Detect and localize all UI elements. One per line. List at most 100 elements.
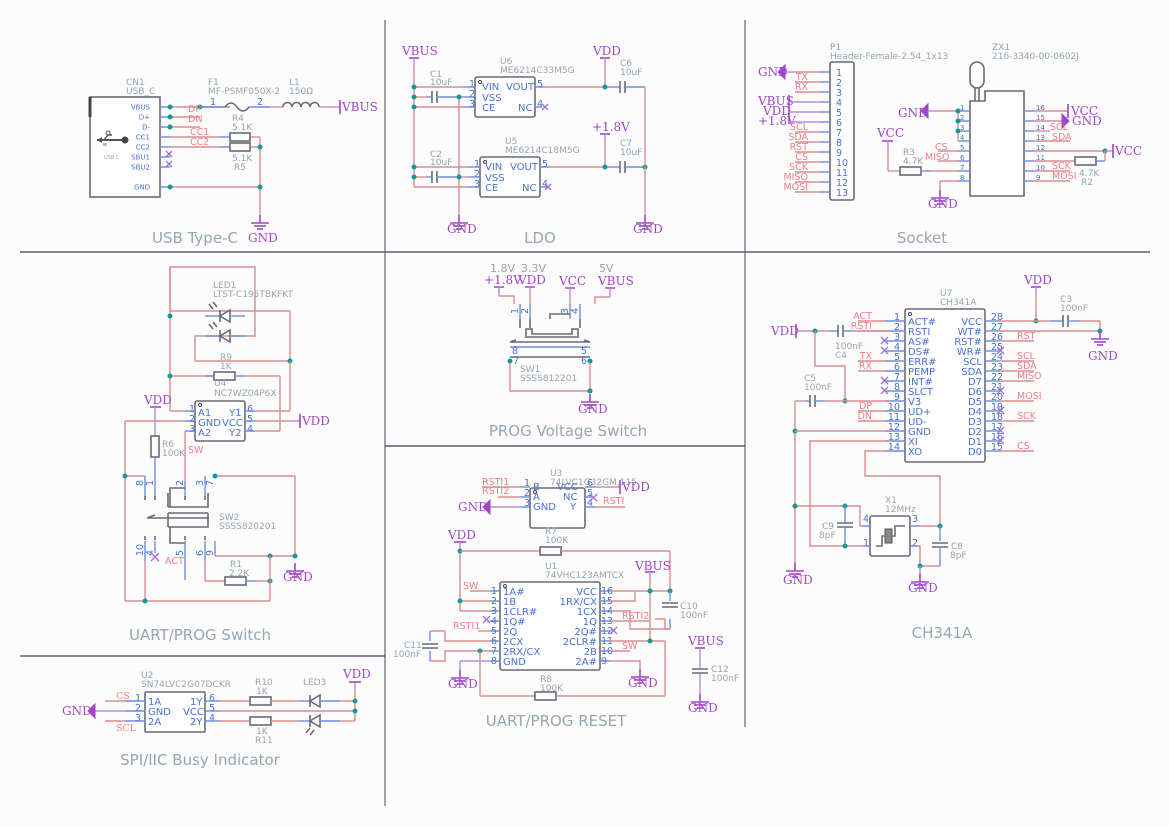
u7-pinnum-14: 14: [888, 442, 900, 453]
u3-pin-vcc: VCC: [557, 482, 578, 493]
section-title-prog-voltage: PROG Voltage Switch: [489, 422, 647, 440]
rect-element: [884, 528, 893, 544]
gnd-symbol-usb: [250, 214, 270, 230]
resistor-r5: [229, 142, 251, 152]
u1-pin-2q: 2Q#: [574, 627, 597, 638]
path-element: [97, 137, 102, 143]
u7-nc-icon: [880, 376, 889, 385]
u4-value: NC7WZ04P6X: [214, 389, 277, 399]
zx1-value: 216-3340-00-0602J: [992, 52, 1079, 62]
pinnum-element: 7: [513, 356, 519, 367]
net-tx-p1: TX: [795, 72, 809, 83]
zx1-pin-14: 14: [1036, 124, 1045, 132]
u7-pinnum-24: 24: [991, 352, 1003, 363]
junc-element: [167, 114, 173, 120]
u7-pinnum-20: 20: [991, 392, 1003, 403]
pinnum-element: 1: [474, 159, 480, 170]
vcc-port-socket-2: VCC: [1070, 104, 1098, 118]
circle-element: [198, 403, 202, 407]
u1-value: 74VHC123AMTCX: [545, 571, 624, 581]
socket-section: P1 Header-Female-2.54_1x13 1234567891011…: [757, 43, 1142, 211]
u1-pin-2a: 2A#: [575, 657, 597, 668]
net-cs-u2: CS: [116, 691, 130, 702]
u7-pinnum-10: 10: [888, 402, 900, 413]
pinnum-element: 10: [135, 544, 146, 556]
pinnum-element: 2: [189, 414, 195, 425]
wire-element: [610, 660, 641, 669]
pinnum-element: 5: [247, 414, 253, 425]
net-rsti1-u3: RSTI1: [482, 477, 509, 488]
vdd-port-socket: VDD: [762, 104, 791, 118]
sbu2-nc-icon: [165, 160, 173, 168]
u1-pin-2cx: 2CX: [503, 637, 523, 648]
net-sw-u4: SW: [188, 445, 204, 456]
cn1-pin-vbus: VBUS: [131, 104, 151, 112]
net-cc2: CC2: [190, 137, 209, 148]
wire-element: [509, 361, 591, 392]
u1-pinnum-15: 15: [601, 596, 613, 607]
pinnum-element: 2: [524, 488, 530, 499]
r2-value: 4.7K: [1079, 169, 1100, 179]
pinnum-element: 1: [189, 404, 195, 415]
u7-pinnum-15: 15: [991, 442, 1003, 453]
r5-ref: R5: [234, 163, 246, 173]
vbus-label-ldo: VBUS: [401, 44, 438, 58]
net-act-u7: ACT: [853, 311, 872, 322]
u4-pin-vcc: VCC: [222, 418, 243, 429]
cn1-value: USB_C: [126, 87, 155, 97]
wire-element: [430, 650, 490, 662]
u1-pin-1rxcx: 1RX/CX: [560, 597, 598, 608]
junc-element: [411, 164, 417, 170]
p1-pin-6: 6: [836, 118, 842, 129]
net-scl-zx1: SCL: [1050, 122, 1069, 133]
u5-pin-nc: NC: [522, 183, 536, 194]
junc-element: [167, 104, 173, 110]
r9-ref: R9: [220, 353, 232, 363]
vdd-label-u7: VDD: [1023, 273, 1052, 287]
r6-value: 100K: [162, 449, 186, 459]
c12-ref: C12: [711, 665, 729, 675]
bodyline-element: [167, 487, 209, 544]
u7-pin-v3: V3: [908, 397, 921, 408]
use-element: [1090, 330, 1110, 346]
junc-element: [602, 164, 608, 170]
u2-pin-2a: 2A: [148, 717, 161, 728]
u7-nc-icon: [996, 386, 1005, 395]
pinnum-element: 5: [537, 79, 543, 90]
u4-pin-a1: A1: [198, 408, 211, 419]
p1-pin-1: 1: [836, 68, 842, 79]
gnd-port-u3: GND: [458, 500, 488, 514]
u7-pin-ud: UD-: [908, 417, 927, 428]
junc-element: [352, 698, 358, 704]
u1-pin-2q: 2Q: [503, 627, 517, 638]
bodyline-element: [837, 522, 853, 528]
pinnum-element: 2: [469, 89, 475, 100]
u7-nc-icon: [996, 406, 1005, 415]
u6-pin-vout: VOUT: [506, 82, 535, 93]
bodyline-element: [218, 308, 231, 324]
u7-pin-slct: SLCT: [908, 387, 934, 398]
gnd-label-u1-2: GND: [628, 676, 658, 690]
c5-value: 100nF: [804, 383, 832, 393]
net-sck-zx1: SCK: [1052, 161, 1072, 172]
net-miso-u7: MISO: [1017, 371, 1042, 382]
junc-element: [167, 373, 173, 379]
u5-pin-vout: VOUT: [510, 162, 539, 173]
c4-ref: C4: [835, 351, 847, 361]
u7-pinnum-28: 28: [991, 312, 1003, 323]
net-cs-u7: CS: [1017, 441, 1030, 452]
net-rx-u7: RX: [859, 361, 873, 372]
pinnum-element: 1: [135, 693, 141, 704]
u3-value: 74LVC1G32GM,115: [550, 478, 637, 488]
junc-element: [955, 118, 961, 124]
vdd-label-sw1: VDD: [517, 273, 546, 287]
u7-pin-wr: WR#: [957, 347, 982, 358]
rect-element: [103, 143, 107, 146]
junc-element: [292, 553, 298, 559]
pinnum-element: 4: [570, 308, 581, 314]
u1-pinnum-10: 10: [601, 646, 613, 657]
u4-pin-y1: Y1: [228, 408, 241, 419]
gnd-label-c12: GND: [688, 701, 718, 715]
pwrfill-element: [1061, 112, 1070, 130]
bodyline-element: [932, 542, 948, 548]
